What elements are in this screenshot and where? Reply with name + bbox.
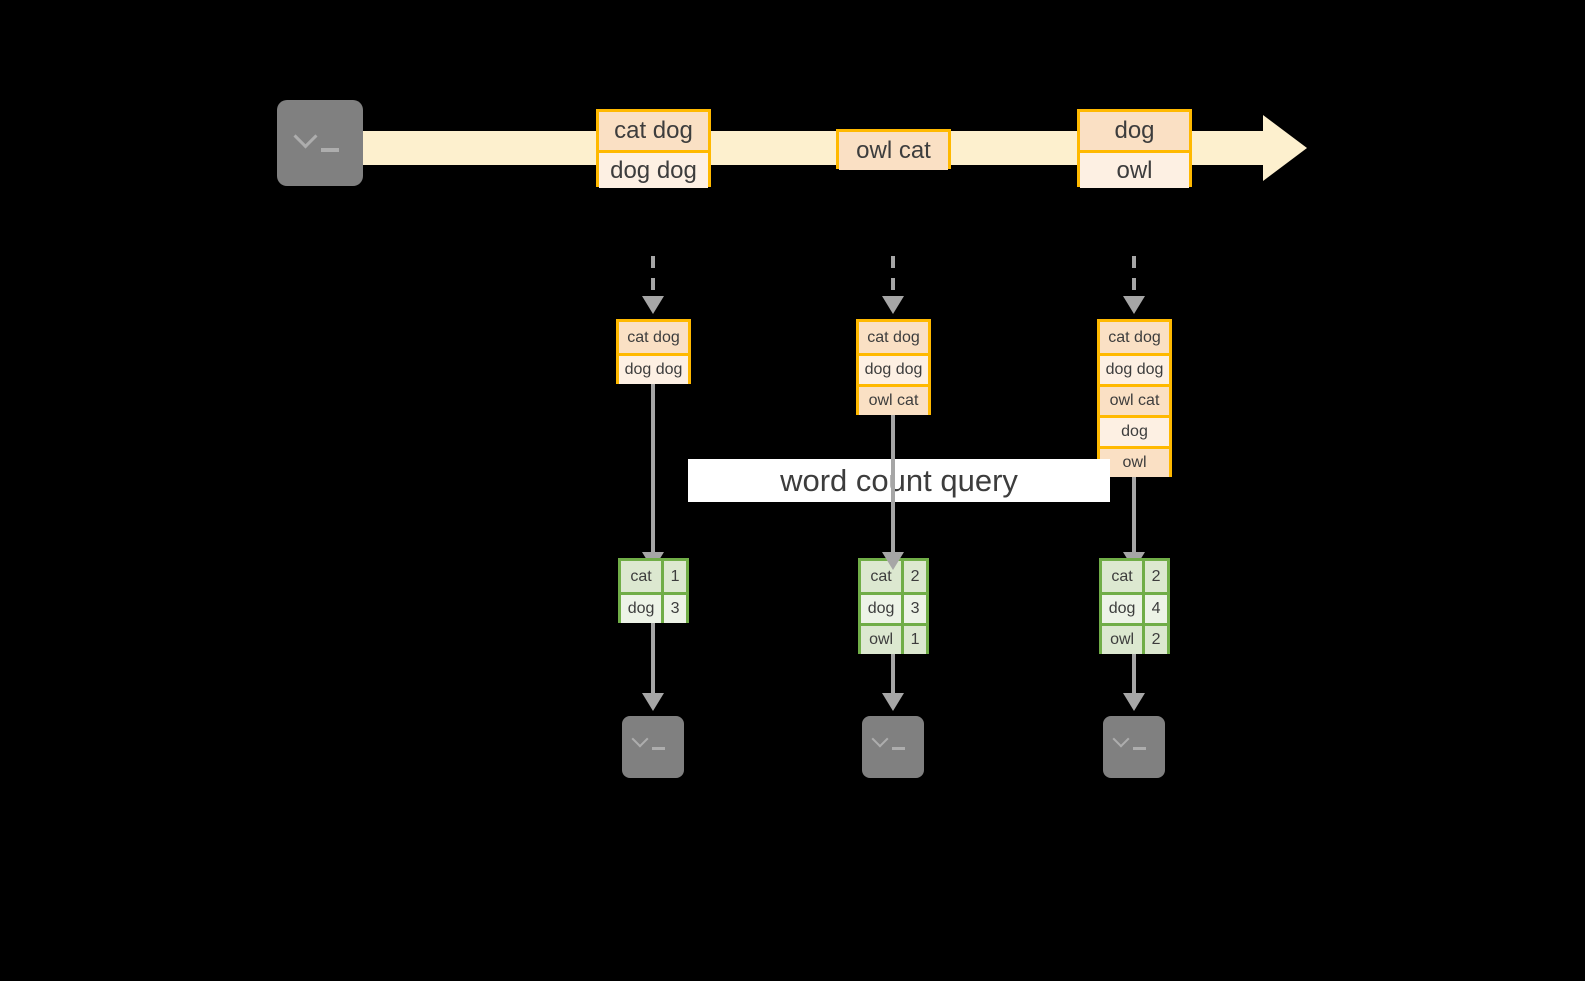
stream-event-line: dog: [1080, 112, 1189, 150]
result-row: owl 2: [1102, 623, 1167, 654]
result-table-1[interactable]: cat 1 dog 3: [618, 558, 689, 623]
state-line: dog dog: [1100, 353, 1169, 384]
sink-connector-line-2: [891, 654, 895, 697]
result-count: 3: [661, 595, 686, 623]
record-stream-arrowhead: [1263, 115, 1307, 181]
stream-event-3[interactable]: dog owl: [1077, 109, 1192, 188]
result-row: owl 1: [861, 623, 926, 654]
state-line: owl: [1100, 446, 1169, 477]
query-connector-arrowhead-2: [882, 552, 904, 570]
result-count: 1: [901, 626, 926, 654]
result-row: dog 4: [1102, 592, 1167, 623]
terminal-prompt-glyph: [277, 100, 363, 186]
stream-event-2[interactable]: owl cat: [836, 129, 951, 170]
query-label-band: word count query: [688, 459, 1110, 502]
result-table-3[interactable]: cat 2 dog 4 owl 2: [1099, 558, 1170, 654]
result-table-2[interactable]: cat 2 dog 3 owl 1: [858, 558, 929, 654]
result-row: dog 3: [861, 592, 926, 623]
result-word: dog: [1102, 595, 1143, 623]
sink-terminal-icon-3: [1093, 706, 1175, 788]
sink-terminal-icon-1: [612, 706, 694, 788]
result-count: 1: [661, 561, 686, 592]
terminal-prompt-glyph: [1103, 716, 1165, 778]
state-line: owl cat: [859, 384, 928, 415]
result-count: 2: [1142, 626, 1167, 654]
source-terminal-icon: [267, 90, 373, 196]
result-word: cat: [861, 561, 902, 592]
snapshot-state-2[interactable]: cat dog dog dog owl cat: [856, 319, 931, 415]
snapshot-tap-arrowhead-3: [1123, 296, 1145, 314]
state-line: dog dog: [859, 353, 928, 384]
snapshot-tap-arrowhead-1: [642, 296, 664, 314]
terminal-prompt-glyph: [622, 716, 684, 778]
state-line: dog: [1100, 415, 1169, 446]
sink-connector-line-1: [651, 623, 655, 697]
result-word: cat: [621, 561, 662, 592]
sink-terminal-icon-2: [852, 706, 934, 788]
query-connector-line-2: [891, 415, 895, 556]
snapshot-state-3[interactable]: cat dog dog dog owl cat dog owl: [1097, 319, 1172, 477]
snapshot-tap-line-1: [651, 256, 655, 300]
state-line: cat dog: [859, 322, 928, 353]
state-line: owl cat: [1100, 384, 1169, 415]
result-word: dog: [621, 595, 662, 623]
result-word: cat: [1102, 561, 1143, 592]
sink-connector-line-3: [1132, 654, 1136, 697]
query-connector-line-3: [1132, 477, 1136, 556]
result-word: dog: [861, 595, 902, 623]
stream-event-1[interactable]: cat dog dog dog: [596, 109, 711, 188]
state-line: dog dog: [619, 353, 688, 384]
result-word: owl: [861, 626, 902, 654]
query-connector-line-1: [651, 384, 655, 556]
query-label: word count query: [780, 462, 1018, 498]
terminal-prompt-glyph: [862, 716, 924, 778]
result-count: 2: [901, 561, 926, 592]
result-count: 3: [901, 595, 926, 623]
sink-connector-arrowhead-2: [882, 693, 904, 711]
sink-connector-arrowhead-3: [1123, 693, 1145, 711]
result-count: 2: [1142, 561, 1167, 592]
state-line: cat dog: [1100, 322, 1169, 353]
result-row: dog 3: [621, 592, 686, 623]
snapshot-state-1[interactable]: cat dog dog dog: [616, 319, 691, 384]
snapshot-tap-arrowhead-2: [882, 296, 904, 314]
stream-event-line: owl: [1080, 150, 1189, 188]
result-word: owl: [1102, 626, 1143, 654]
state-line: cat dog: [619, 322, 688, 353]
result-count: 4: [1142, 595, 1167, 623]
stream-event-line: dog dog: [599, 150, 708, 188]
result-row: cat 1: [621, 561, 686, 592]
snapshot-tap-line-2: [891, 256, 895, 300]
sink-connector-arrowhead-1: [642, 693, 664, 711]
snapshot-tap-line-3: [1132, 256, 1136, 300]
stream-event-line: owl cat: [839, 132, 948, 170]
stream-event-line: cat dog: [599, 112, 708, 150]
result-row: cat 2: [1102, 561, 1167, 592]
result-row: cat 2: [861, 561, 926, 592]
